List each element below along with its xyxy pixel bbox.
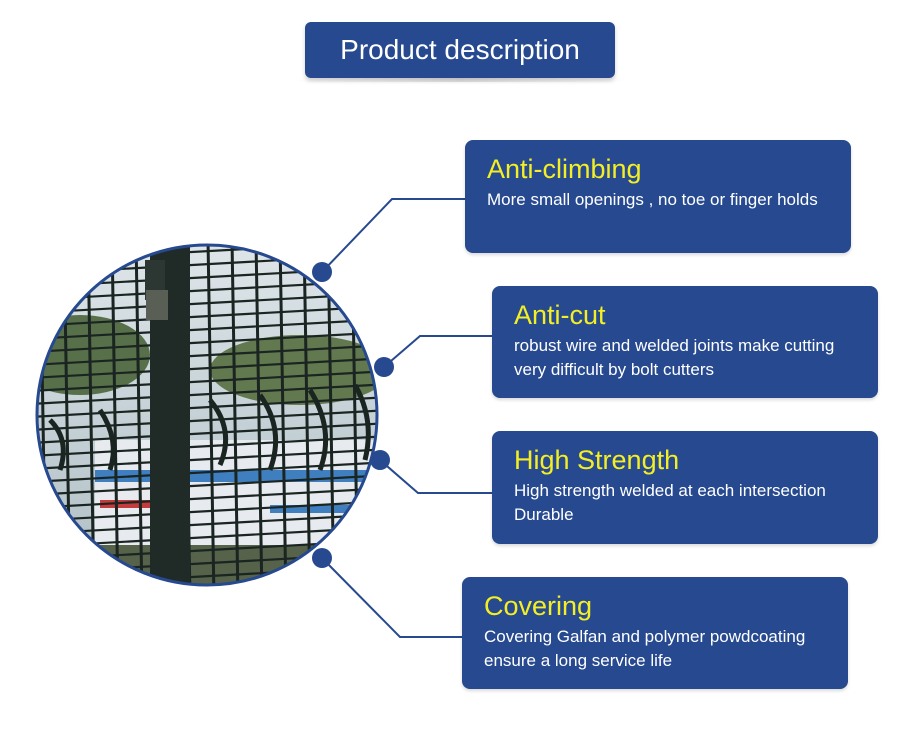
page-title: Product description [305, 22, 615, 78]
fence-horizontal-wire [37, 512, 377, 536]
feature-title: Anti-cut [514, 300, 606, 330]
fence-horizontal-wire [37, 499, 377, 523]
fence-horizontal-wire [37, 486, 377, 510]
feature-card-covering: Covering Covering Galfan and polymer pow… [462, 577, 848, 689]
fence-horizontal-wire [37, 343, 377, 367]
connector-lines [321, 198, 492, 638]
feature-description: More small openings , no toe or finger h… [487, 190, 818, 209]
feature-title: Anti-climbing [487, 154, 642, 184]
fence-vertical-wire [302, 245, 312, 585]
connector-dot-high-strength [370, 450, 390, 470]
feature-card-high-strength: High Strength High strength welded at ea… [492, 431, 878, 544]
fence-horizontal-wire [37, 317, 377, 341]
feature-description: High strength welded at each intersectio… [514, 481, 826, 524]
fence-horizontal-wire [37, 356, 377, 380]
feature-title: High Strength [514, 445, 680, 475]
connector-dot-anti-climbing [312, 262, 332, 282]
connector-dot-covering [312, 548, 332, 568]
feature-card-anti-climbing: Anti-climbing More small openings , no t… [465, 140, 851, 253]
fence-horizontal-wire [37, 460, 377, 484]
title-shadow [290, 78, 630, 82]
fence-horizontal-wire [37, 473, 377, 497]
fence-horizontal-wire [37, 369, 377, 393]
fence-horizontal-wire [37, 330, 377, 354]
feature-description: Covering Galfan and polymer powdcoating … [484, 627, 806, 670]
fence-horizontal-wire [37, 421, 377, 445]
feature-title: Covering [484, 591, 593, 621]
fence-photo [37, 245, 377, 585]
fence-horizontal-wire [37, 447, 377, 471]
connector-dot-anti-cut [374, 357, 394, 377]
feature-description: robust wire and welded joints make cutti… [514, 336, 835, 379]
feature-card-anti-cut: Anti-cut robust wire and welded joints m… [492, 286, 878, 398]
fence-horizontal-wire [37, 304, 377, 328]
fence-horizontal-wire [37, 408, 377, 432]
fence-vertical-wire [230, 245, 240, 585]
fence-horizontal-wire [37, 434, 377, 458]
fence-horizontal-wire [37, 395, 377, 419]
fence-vertical-wire [110, 245, 120, 585]
fence-horizontal-wire [37, 382, 377, 406]
